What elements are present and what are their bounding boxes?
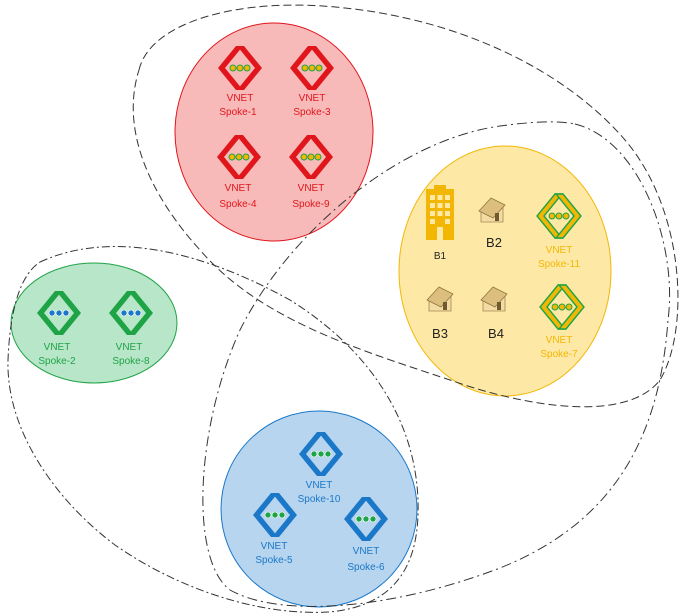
- branch-b2: B2: [478, 197, 506, 250]
- vnet-icon: [37, 291, 81, 335]
- branch-label: B2: [486, 235, 502, 250]
- spoke-vnet-label: VNET: [116, 342, 143, 353]
- spoke-vnet-label: VNET: [227, 93, 254, 104]
- spoke-vnet-label: VNET: [306, 480, 333, 491]
- office-building-icon: [426, 185, 454, 240]
- green-spoke-2: VNET Spoke-2: [37, 291, 81, 367]
- spoke-name-label: Spoke-2: [38, 356, 76, 367]
- spoke-name-label: Spoke-7: [540, 349, 578, 360]
- spoke-vnet-label: VNET: [44, 342, 71, 353]
- vnet-icon: [109, 291, 153, 335]
- red-spoke-1: VNET Spoke-1: [218, 46, 262, 118]
- blue-spoke-10: VNET Spoke-10: [298, 432, 343, 505]
- spoke-vnet-label: VNET: [353, 546, 380, 557]
- blue-spoke-6: VNET Spoke-6: [344, 497, 388, 573]
- spoke-name-label: Spoke-9: [292, 199, 330, 210]
- vnet-icon: [536, 193, 582, 239]
- red-group-circle: [174, 22, 374, 242]
- branch-label: B4: [488, 326, 504, 341]
- vnet-icon: [218, 46, 262, 90]
- yellow-group-circle: [398, 145, 612, 397]
- spoke-name-label: Spoke-5: [255, 555, 293, 566]
- blue-group-circle: [220, 410, 418, 608]
- vnet-icon: [299, 432, 343, 476]
- yellow-spoke-11: VNET Spoke-11: [536, 193, 582, 270]
- branch-b4: B4: [480, 286, 508, 341]
- red-spoke-4: VNET Spoke-4: [217, 135, 261, 210]
- branch-label: B1: [434, 251, 447, 262]
- spoke-name-label: Spoke-10: [298, 494, 341, 505]
- spoke-name-label: Spoke-1: [219, 107, 257, 118]
- green-group-circle: [10, 262, 178, 384]
- vnet-icon: [217, 135, 261, 179]
- blue-spoke-5: VNET Spoke-5: [253, 493, 297, 566]
- vnet-icon: [290, 46, 334, 90]
- spoke-vnet-label: VNET: [546, 335, 573, 346]
- dashed-boundary-green-blue: [7, 246, 419, 613]
- spoke-name-label: Spoke-6: [347, 562, 385, 573]
- branch-b1: B1: [426, 185, 454, 262]
- spoke-vnet-label: VNET: [261, 541, 288, 552]
- green-spoke-8: VNET Spoke-8: [109, 291, 153, 367]
- vnet-icon: [253, 493, 297, 537]
- vnet-icon: [289, 135, 333, 179]
- spoke-name-label: Spoke-11: [538, 259, 581, 270]
- spoke-vnet-label: VNET: [298, 183, 325, 194]
- spoke-vnet-label: VNET: [299, 93, 326, 104]
- dashed-boundary-yellow-blue: [202, 121, 671, 607]
- red-spoke-3: VNET Spoke-3: [290, 46, 334, 118]
- spoke-vnet-label: VNET: [546, 245, 573, 256]
- dashed-boundary-red-yellow: [132, 4, 679, 408]
- branch-b3: B3: [426, 286, 454, 341]
- spoke-name-label: Spoke-3: [293, 107, 331, 118]
- spoke-vnet-label: VNET: [225, 183, 252, 194]
- yellow-spoke-7: VNET Spoke-7: [539, 284, 585, 360]
- spoke-name-label: Spoke-8: [112, 356, 150, 367]
- vnet-icon: [539, 284, 585, 330]
- branch-label: B3: [432, 326, 448, 341]
- vnet-icon: [344, 497, 388, 541]
- red-spoke-9: VNET Spoke-9: [289, 135, 333, 210]
- spoke-name-label: Spoke-4: [219, 199, 257, 210]
